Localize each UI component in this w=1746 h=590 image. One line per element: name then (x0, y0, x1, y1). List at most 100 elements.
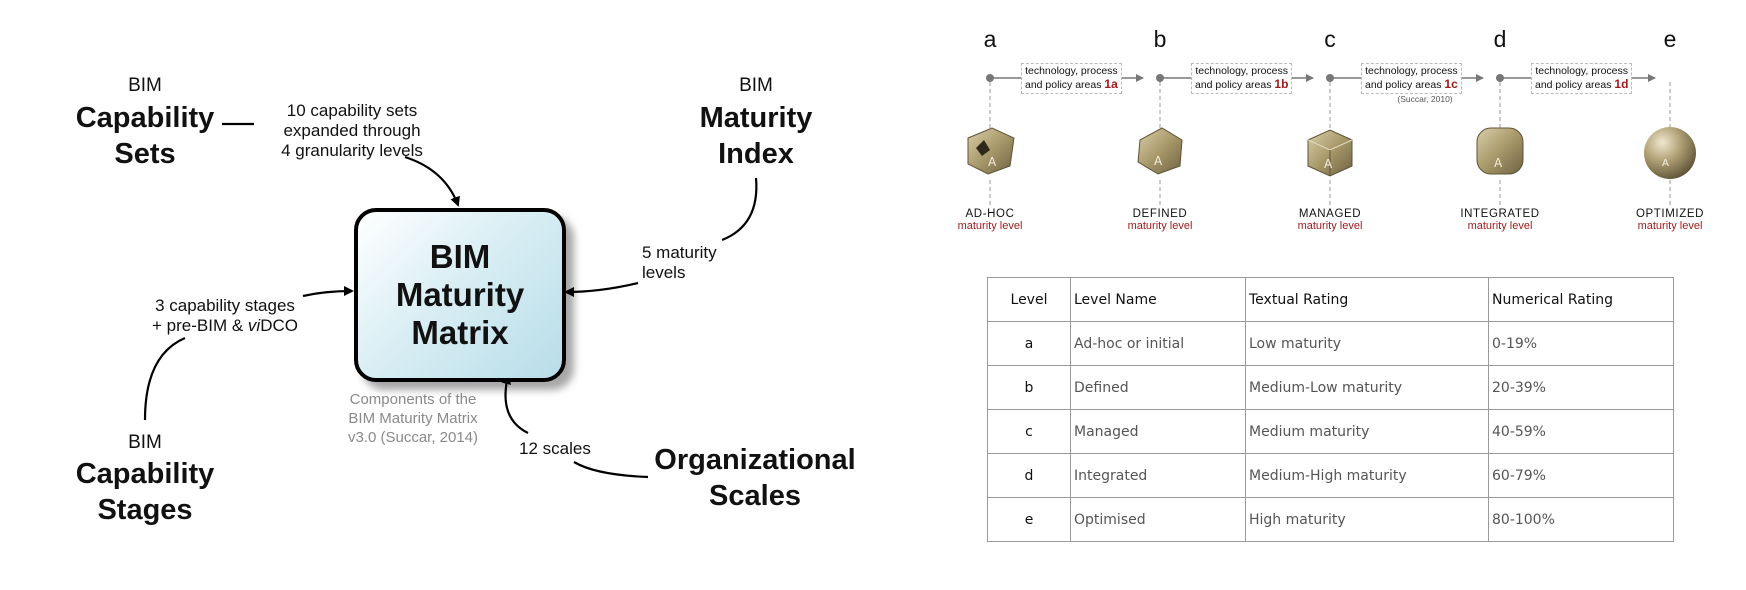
level-name: OPTIMIZED (1635, 208, 1704, 220)
capability-stages-note: 3 capability stages + pre-BIM & viDCO (140, 296, 310, 336)
note-line: 4 granularity levels (281, 141, 423, 160)
capability-stages-arrow (302, 286, 354, 298)
cell-textual-rating: Medium-Low maturity (1245, 365, 1489, 410)
stage-label-1d: technology, process and policy areas 1d (1531, 63, 1633, 94)
capability-sets-title: Capability Sets (55, 100, 235, 172)
table-row: a Ad-hoc or initial Low maturity 0-19% (987, 321, 1674, 366)
table-row: b Defined Medium-Low maturity 20-39% (987, 365, 1674, 410)
caption-line: v3.0 (Succar, 2014) (347, 429, 479, 446)
capability-stages-line1: Capability (75, 458, 215, 490)
cell-level: a (987, 321, 1071, 366)
maturity-index-curve (721, 177, 758, 242)
cell-level: c (987, 409, 1071, 454)
stage-line: technology, process (1025, 65, 1118, 77)
note-line: + pre-BIM & viDCO (140, 316, 310, 336)
note-line: levels (642, 263, 686, 282)
matrix-line1: BIM (429, 238, 491, 275)
managed-cube-icon: A (1307, 129, 1353, 177)
stage-line: and policy areas (1195, 79, 1272, 91)
cell-textual-rating: High maturity (1245, 497, 1489, 542)
level-label-managed: MANAGED maturity level (1270, 208, 1390, 232)
cell-textual-rating: Low maturity (1245, 321, 1489, 366)
note-part: + pre-BIM & (152, 316, 248, 335)
level-label-integrated: INTEGRATED maturity level (1440, 208, 1560, 232)
maturity-index-line1: Maturity (699, 102, 813, 134)
capability-sets-line2: Sets (114, 138, 176, 170)
cell-level-name: Ad-hoc or initial (1070, 321, 1246, 366)
stage-letter-a: a (983, 26, 997, 52)
cell-textual-rating: Medium maturity (1245, 409, 1489, 454)
level-sub: maturity level (957, 220, 1023, 232)
cell-level: b (987, 365, 1071, 410)
cell-level-name: Defined (1070, 365, 1246, 410)
org-scales-line1: Organizational (654, 444, 856, 476)
caption-line: BIM Maturity Matrix (348, 410, 478, 427)
stage-code: 1d (1614, 77, 1629, 91)
org-scales-line2: Scales (709, 480, 801, 512)
header-numerical-rating: Numerical Rating (1488, 277, 1674, 322)
maturity-index-bim: BIM (739, 75, 773, 96)
defined-stone-icon: A (1137, 127, 1183, 175)
maturity-index-title: Maturity Index (666, 100, 846, 172)
note-line: 10 capability sets (286, 101, 418, 120)
stage-letter-d: d (1493, 26, 1507, 52)
cell-numerical-rating: 80-100% (1488, 497, 1674, 542)
adhoc-stone-icon: A (967, 127, 1015, 175)
capability-sets-line1: Capability (75, 102, 215, 134)
org-scales-arrow (501, 374, 529, 434)
stage-letter-e: e (1663, 26, 1677, 52)
capability-stages-line2: Stages (97, 494, 193, 526)
svg-text:A: A (1154, 154, 1163, 168)
stage-code: 1c (1444, 77, 1458, 91)
maturity-index-note: 5 maturity levels (642, 243, 742, 283)
stage-line: technology, process (1535, 65, 1628, 77)
stage-line: technology, process (1195, 65, 1288, 77)
stage-letter-b: b (1153, 26, 1167, 52)
stage-label-1b: technology, process and policy areas 1b (1191, 63, 1293, 94)
header-level: Level (987, 277, 1071, 322)
cell-level-name: Optimised (1070, 497, 1246, 542)
svg-text:A: A (1662, 158, 1669, 169)
org-scales-note: 12 scales (519, 439, 591, 458)
level-label-adhoc: AD-HOC maturity level (930, 208, 1050, 232)
capability-stages-bim: BIM (128, 432, 162, 453)
stage-code: 1a (1104, 77, 1118, 91)
svg-text:A: A (1324, 157, 1333, 171)
svg-text:A: A (988, 155, 997, 169)
cell-level: e (987, 497, 1071, 542)
header-textual-rating: Textual Rating (1245, 277, 1489, 322)
cell-textual-rating: Medium-High maturity (1245, 453, 1489, 498)
table-row: d Integrated Medium-High maturity 60-79% (987, 453, 1674, 498)
note-italic: vi (247, 316, 261, 335)
stage-code: 1b (1274, 77, 1289, 91)
level-name: INTEGRATED (1460, 208, 1540, 220)
level-name: MANAGED (1298, 208, 1362, 220)
maturity-index-arrow (564, 281, 639, 297)
stage-line: and policy areas (1025, 79, 1102, 91)
integrated-rounded-cube-icon: A (1476, 127, 1524, 175)
maturity-index-line2: Index (718, 138, 794, 170)
cell-numerical-rating: 0-19% (1488, 321, 1674, 366)
stage-label-1c: technology, process and policy areas 1c (1361, 63, 1462, 94)
cell-level-name: Managed (1070, 409, 1246, 454)
maturity-levels-table: Level Level Name Textual Rating Numerica… (987, 277, 1674, 542)
capability-sets-bim: BIM (128, 75, 162, 96)
level-name: AD-HOC (965, 208, 1015, 220)
caption-line: Components of the (349, 391, 477, 408)
capability-sets-note: 10 capability sets expanded through 4 gr… (262, 101, 442, 161)
cell-numerical-rating: 60-79% (1488, 453, 1674, 498)
note-part: DCO (260, 316, 298, 335)
level-sub: maturity level (1637, 220, 1703, 232)
stage-label-1a: technology, process and policy areas 1a (1021, 63, 1122, 94)
table-row: e Optimised High maturity 80-100% (987, 497, 1674, 542)
org-scales-title: Organizational Scales (645, 442, 865, 514)
stage-letter-c: c (1324, 26, 1336, 52)
level-label-optimized: OPTIMIZED maturity level (1610, 208, 1730, 232)
stage-citation: (Succar, 2010) (1397, 94, 1453, 104)
level-sub: maturity level (1467, 220, 1533, 232)
cell-numerical-rating: 40-59% (1488, 409, 1674, 454)
capability-sets-arrow (404, 155, 460, 207)
note-line: 5 maturity (642, 243, 717, 262)
table-header-row: Level Level Name Textual Rating Numerica… (987, 277, 1674, 322)
table-row: c Managed Medium maturity 40-59% (987, 409, 1674, 454)
